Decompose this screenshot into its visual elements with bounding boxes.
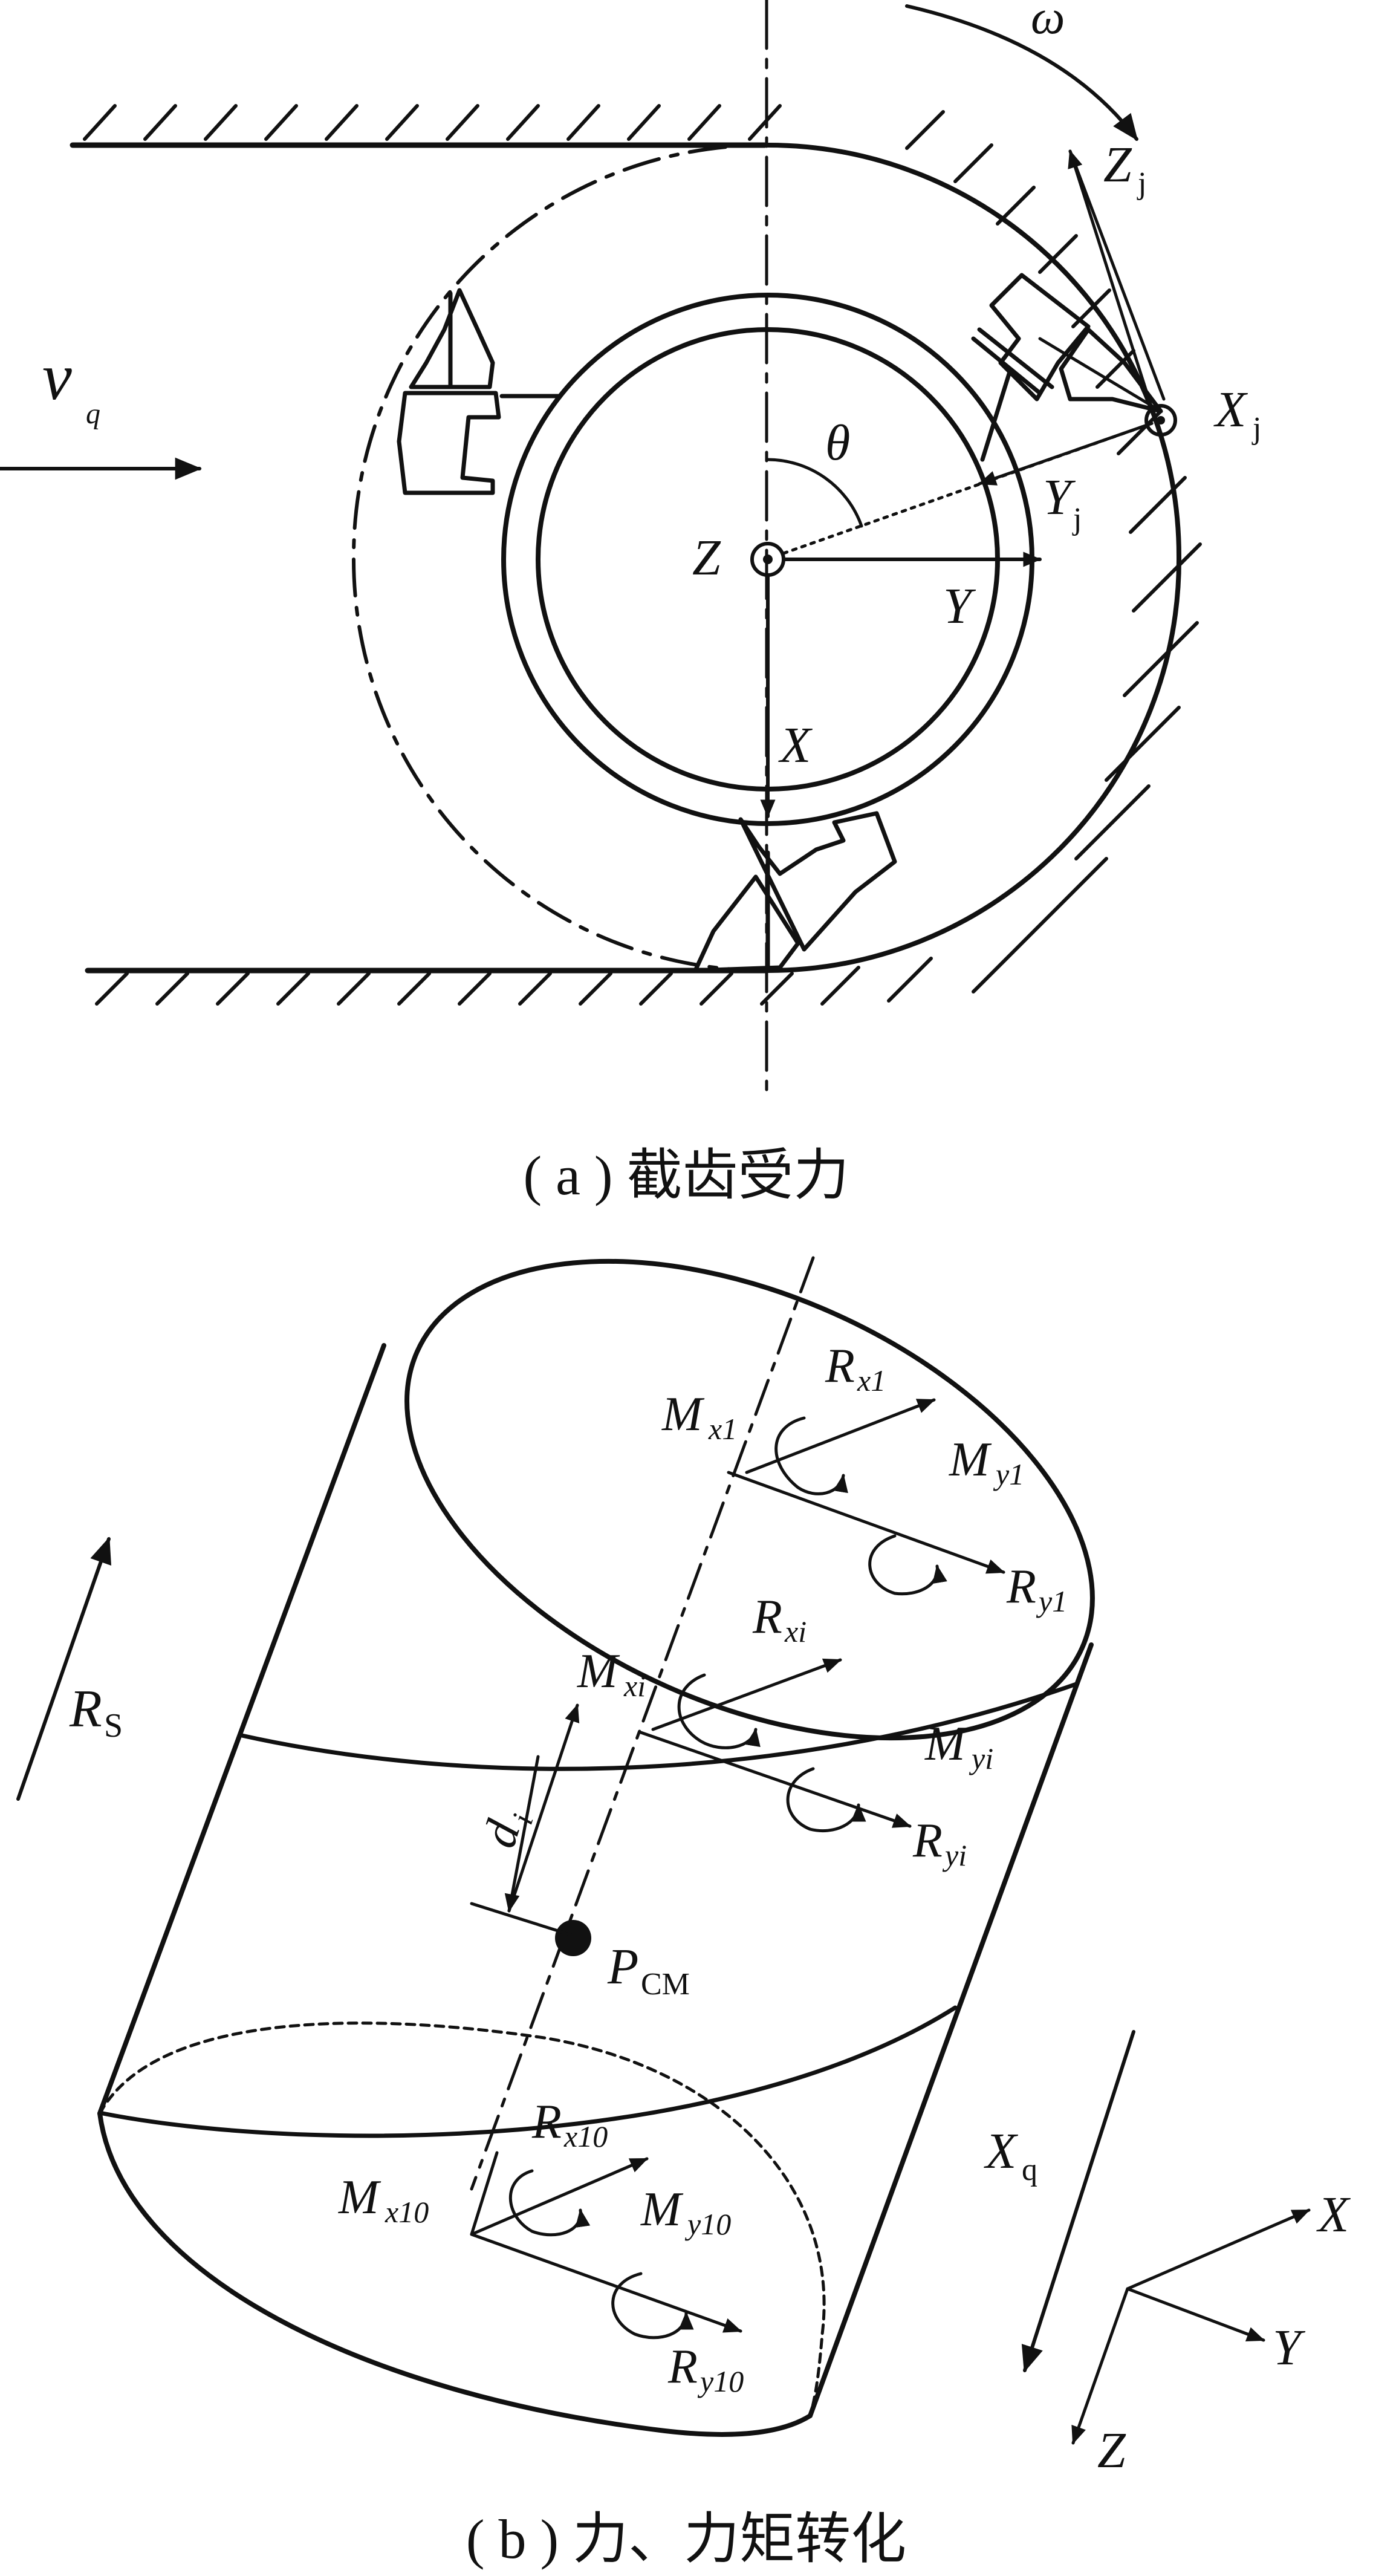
label-mxi: M: [577, 1645, 620, 1698]
label-xq: X: [984, 2123, 1019, 2179]
zj-axis-arrow: [1068, 149, 1154, 410]
label-mx10: M: [338, 2171, 381, 2224]
label-myi-sub: yi: [969, 1742, 993, 1775]
label-z: Z: [692, 530, 721, 586]
label-triad-x: X: [1316, 2187, 1351, 2243]
section-curve-lower: [100, 2005, 958, 2138]
ryi-arrow: [639, 1731, 912, 1828]
cylinder-bottom-back: [98, 2021, 826, 2418]
label-ry1: R: [1006, 1560, 1036, 1613]
cutting-circle-dashed: [351, 143, 767, 972]
label-rxi-sub: xi: [784, 1615, 807, 1648]
label-ryi: R: [912, 1814, 943, 1867]
xj-dot: [1157, 416, 1165, 424]
yj-axis-arrow: [978, 423, 1151, 486]
top-wall: [70, 104, 1202, 994]
triad-z-axis: [1071, 2287, 1129, 2445]
label-zj: Z: [1103, 137, 1132, 193]
triad-y-axis: [1126, 2287, 1265, 2342]
cylinder-bottom-front: [97, 2111, 813, 2437]
label-rx1: R: [825, 1339, 855, 1393]
label-my1: M: [949, 1433, 992, 1486]
label-pcm-sub: CM: [641, 1967, 690, 2002]
di-dimension-arrow-down: [504, 1755, 540, 1913]
label-rxi: R: [752, 1590, 782, 1644]
rxi-arrow: [651, 1658, 842, 1731]
myi-moment: [786, 1767, 866, 1833]
di-tick-bottom: [470, 1902, 573, 1937]
label-theta: θ: [825, 415, 850, 471]
cylinder-axis: [470, 1256, 815, 2191]
label-rx10: R: [531, 2095, 562, 2148]
label-ryi-sub: yi: [942, 1838, 967, 1872]
label-triad-y: Y: [1273, 2320, 1306, 2376]
cylinder-top-ellipse: [404, 1258, 1095, 1741]
ry10-arrow: [470, 2233, 742, 2333]
label-zj-sub: j: [1137, 166, 1146, 201]
label-ry10-sub: y10: [697, 2364, 744, 2398]
label-yj-sub: j: [1072, 502, 1082, 536]
label-mx1-sub: x1: [708, 1412, 737, 1446]
coordinate-triad: [1071, 2208, 1311, 2445]
label-my10: M: [640, 2183, 684, 2236]
section-i-forces: [639, 1658, 912, 1833]
label-xq-sub: q: [1022, 2153, 1037, 2187]
theta-arc: [766, 458, 863, 528]
label-mxi-sub: xi: [623, 1669, 646, 1703]
section-10-forces: [470, 2151, 742, 2340]
label-mx1: M: [661, 1388, 705, 1441]
label-ry1-sub: y1: [1036, 1584, 1067, 1618]
caption-a: ( a ) 截齿受力: [523, 1145, 849, 1206]
mx1-moment: [774, 1416, 848, 1495]
omega-arrow: [905, 4, 1138, 141]
rs-arrow: [16, 1537, 112, 1801]
bottom-wall: [85, 957, 933, 1006]
mxi-moment: [677, 1673, 761, 1749]
z-axis-dot: [763, 555, 773, 564]
bottom-pick: [693, 811, 897, 973]
label-v-sub: q: [86, 398, 100, 430]
triad-x-axis: [1126, 2208, 1311, 2291]
my10-moment: [611, 2272, 694, 2340]
label-x: X: [778, 717, 813, 773]
label-xj: X: [1213, 382, 1248, 438]
label-pcm: P: [607, 1939, 638, 1995]
ry1-arrow: [727, 1471, 1005, 1574]
zj-guide-lines: [1038, 149, 1166, 413]
cylinder-left-side: [97, 1343, 386, 2116]
section-10-stub: [470, 2151, 499, 2236]
left-pick: [397, 288, 562, 495]
label-v: v: [42, 340, 72, 414]
xq-arrow: [1021, 2030, 1135, 2373]
caption-b: ( b ) 力、力矩转化: [466, 2508, 906, 2570]
xj-point: [1144, 404, 1177, 437]
label-rs-sub: S: [104, 1707, 123, 1745]
panel-a: ω v q Z j X j Y j θ Z Y X ( a ) 截齿受力: [0, 0, 1261, 1206]
panel-b: R S M x1 R x1 M y1 R y1 M xi R xi M yi R…: [16, 1256, 1351, 2570]
label-rs: R: [69, 1680, 102, 1738]
di-dimension-arrow-up: [507, 1703, 580, 1913]
rx10-arrow: [470, 2157, 649, 2236]
label-ry10: R: [667, 2340, 698, 2393]
label-omega: ω: [1031, 0, 1065, 44]
section-1-forces: [727, 1398, 1005, 1596]
rx1-arrow: [745, 1398, 936, 1474]
label-mx10-sub: x10: [385, 2195, 429, 2229]
label-xj-sub: j: [1251, 411, 1261, 446]
label-myi: M: [924, 1717, 968, 1771]
mx10-moment: [508, 2169, 591, 2237]
label-rx10-sub: x10: [563, 2119, 608, 2153]
label-triad-z: Z: [1097, 2422, 1126, 2479]
pcm-point: [555, 1920, 591, 1956]
label-rx1-sub: x1: [857, 1364, 886, 1397]
cylinder-right-side: [808, 1642, 1094, 2418]
my1-moment: [868, 1534, 947, 1596]
label-my10-sub: y10: [684, 2207, 731, 2241]
cutting-circle-solid: [762, 142, 1182, 974]
top-right-pick: [971, 273, 1163, 462]
label-yj: Y: [1043, 469, 1076, 525]
label-y: Y: [943, 578, 976, 634]
label-my1-sub: y1: [993, 1457, 1024, 1491]
